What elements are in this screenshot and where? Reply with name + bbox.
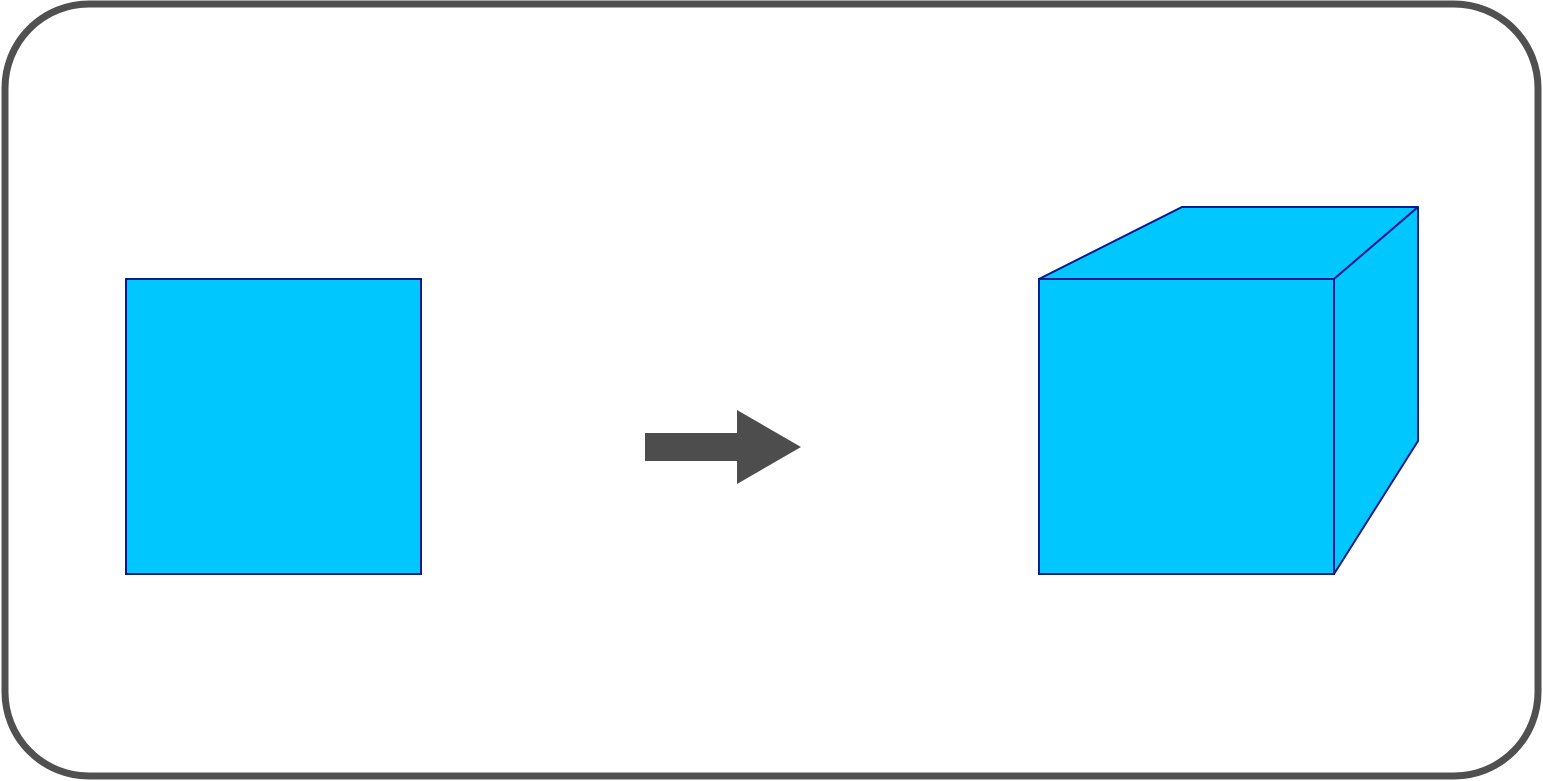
square-shape [125,278,422,575]
cube-front-face [1038,278,1335,575]
right-arrow-icon [645,410,801,484]
cube-shape [1038,206,1419,575]
